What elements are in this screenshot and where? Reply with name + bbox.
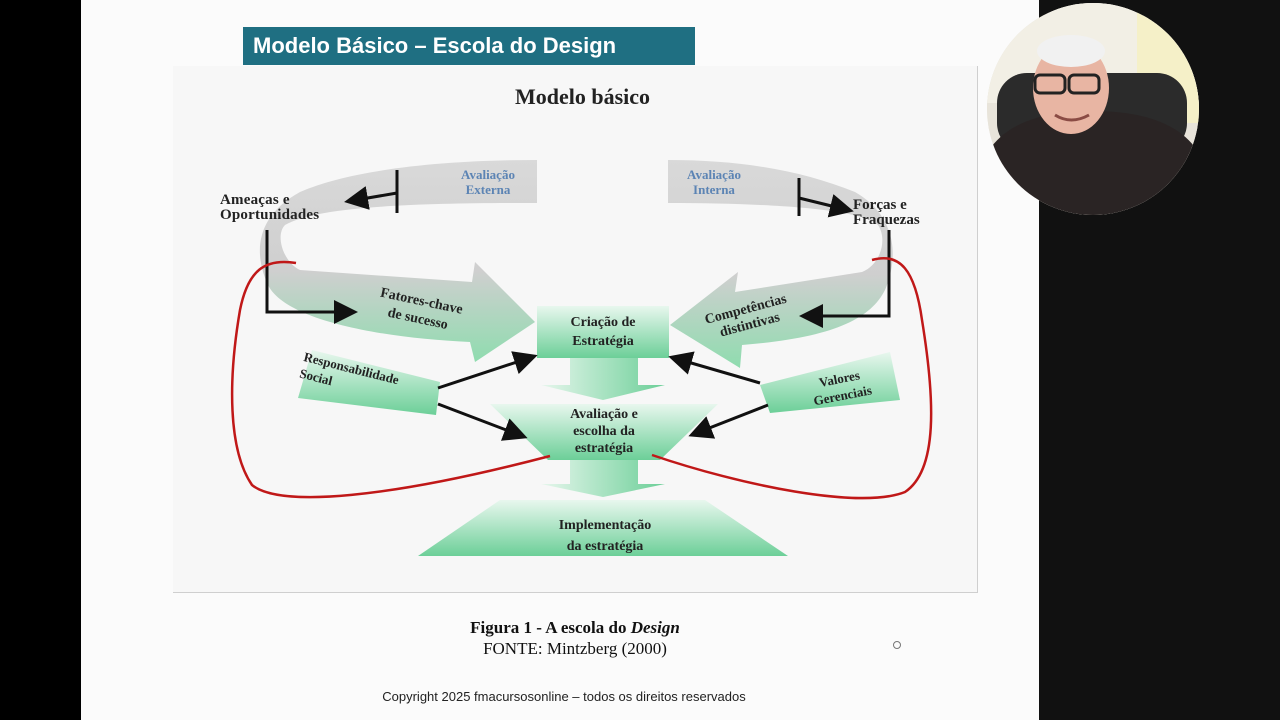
connector-social-evaluation xyxy=(437,402,528,441)
strategy-creation-label: Criação de Estratégia xyxy=(570,315,636,349)
presenter-webcam xyxy=(987,3,1199,215)
feedback-loop-left xyxy=(230,260,551,499)
connector-values-creation xyxy=(668,351,761,385)
external-evaluation-label: Avaliação Externa xyxy=(461,167,515,197)
strengths-weaknesses-label: Forças e Fraquezas xyxy=(853,197,920,228)
strategy-evaluation-shape xyxy=(490,404,718,460)
figure-caption-emphasis: Design xyxy=(630,618,680,637)
connector-threats xyxy=(265,230,358,324)
copyright-notice: Copyright 2025 fmacursosonline – todos o… xyxy=(382,689,746,704)
social-responsibility-shape xyxy=(298,350,440,415)
slide-title: Modelo Básico – Escola do Design xyxy=(243,27,695,65)
internal-evaluation-label: Avaliação Interna xyxy=(687,167,741,197)
connector-external xyxy=(350,170,399,213)
feedback-loop-right xyxy=(651,257,933,500)
figure-caption-text: Figura 1 - A escola do xyxy=(470,618,631,637)
connector-social-creation xyxy=(437,351,538,390)
cursor-indicator xyxy=(893,641,901,649)
connector-internal xyxy=(797,178,848,216)
strategy-implementation-label: Implementação da estratégia xyxy=(558,518,652,554)
strategy-evaluation-label: Avaliação e escolha da estratégia xyxy=(570,407,638,456)
implementation-shape xyxy=(418,500,788,556)
down-arrow-1 xyxy=(541,358,665,400)
figure-source: FONTE: Mintzberg (2000) xyxy=(483,639,667,658)
diagram-heading: Modelo básico xyxy=(514,84,651,109)
managerial-values-shape xyxy=(760,352,900,413)
threats-opportunities-label: Ameaças e Oportunidades xyxy=(220,192,320,223)
connector-values-evaluation xyxy=(688,403,769,439)
figure-caption: Figura 1 - A escola do Design xyxy=(0,618,1150,638)
down-arrow-2 xyxy=(541,460,665,497)
strategy-creation-box xyxy=(537,306,669,358)
